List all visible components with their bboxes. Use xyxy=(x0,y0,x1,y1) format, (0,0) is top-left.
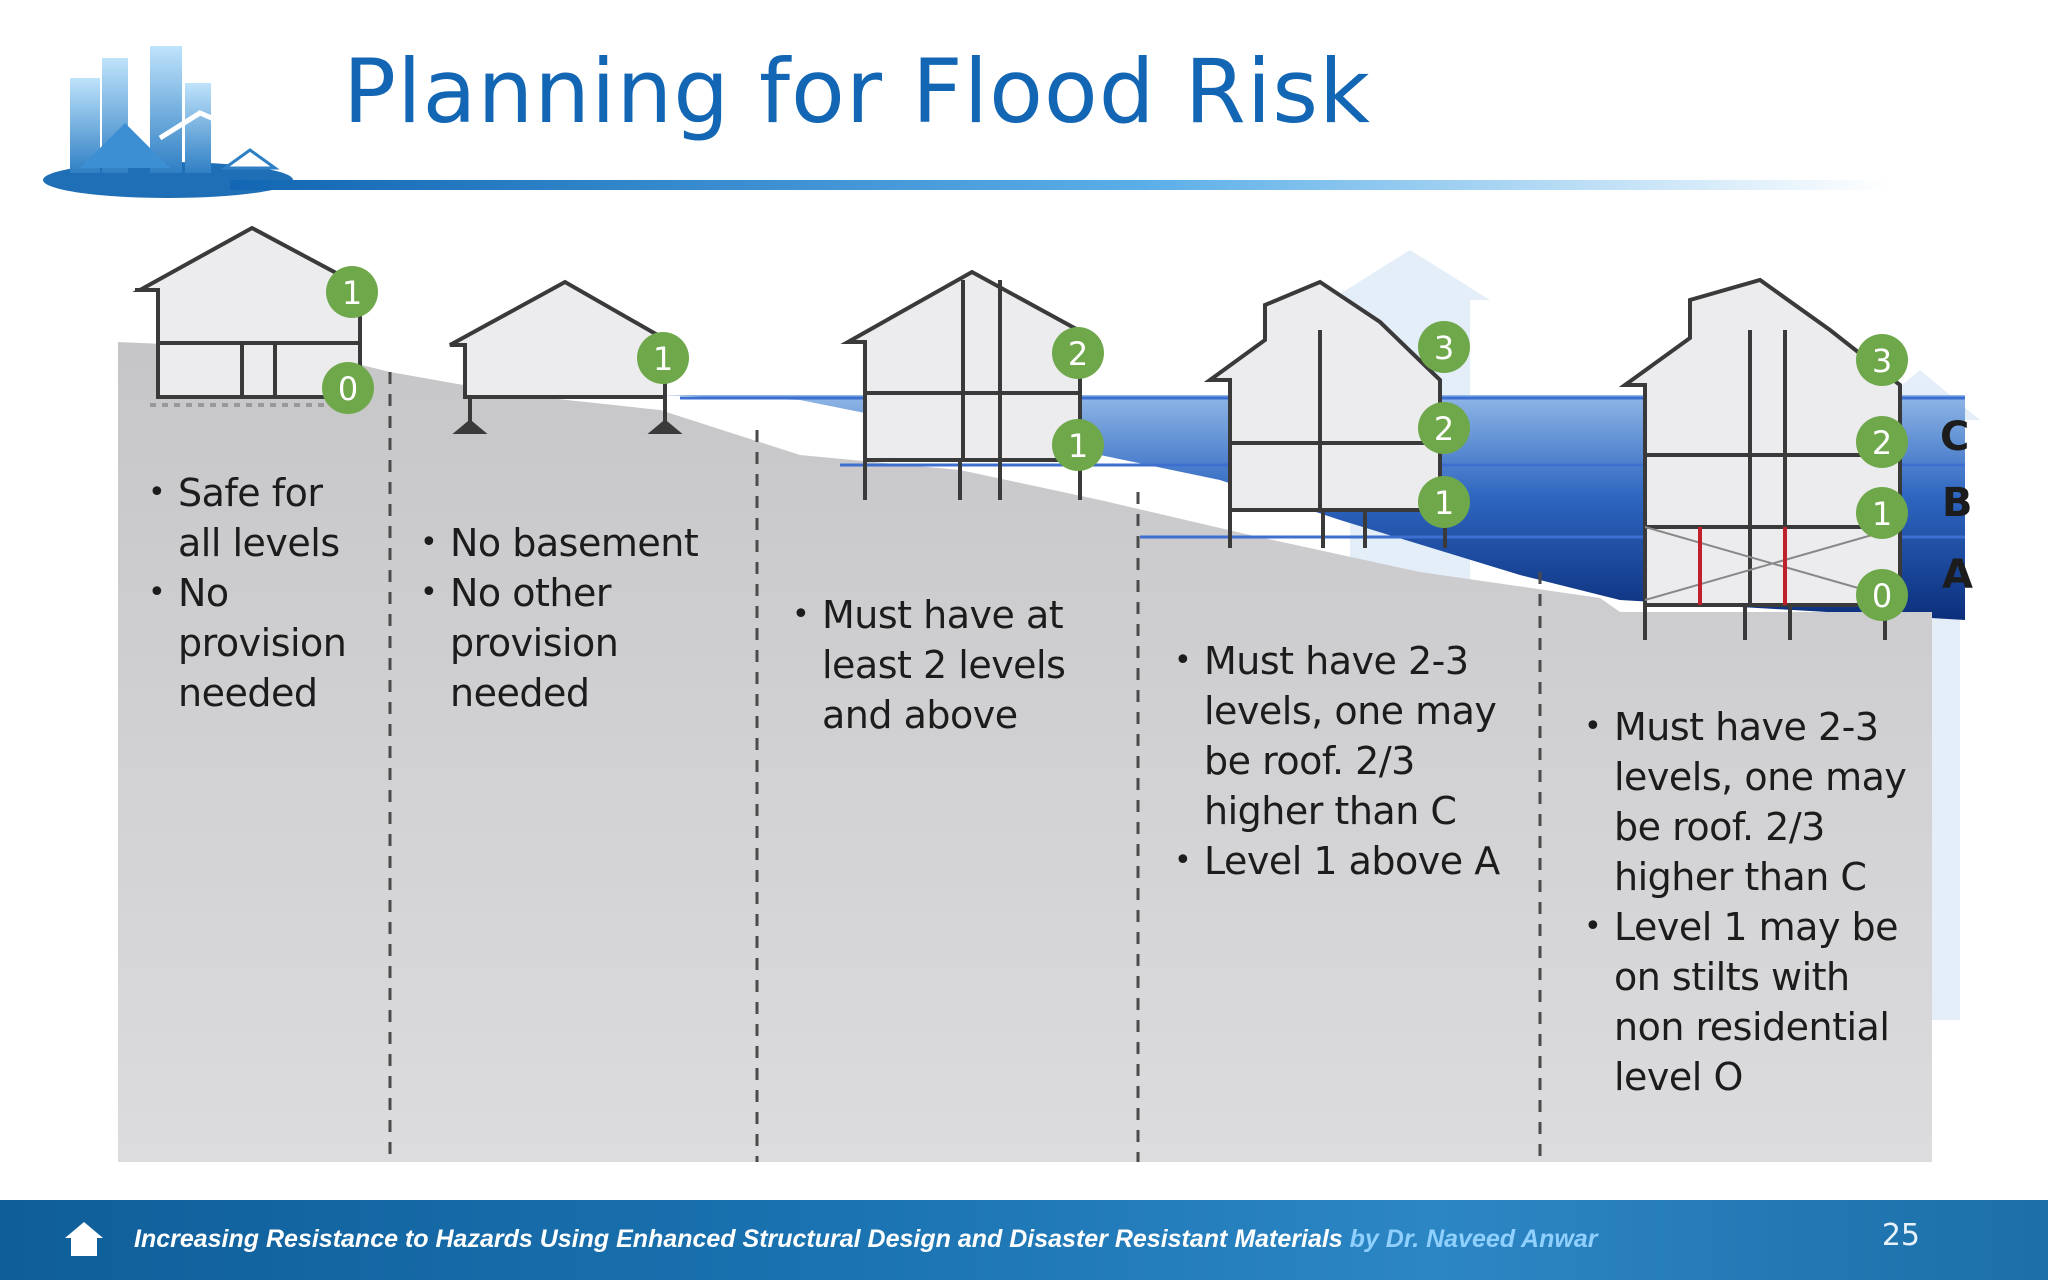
title-underline xyxy=(230,180,1890,190)
badge-house4-1: 1 xyxy=(1418,476,1470,528)
house-3 xyxy=(840,269,1101,500)
badge-house4-2: 2 xyxy=(1418,402,1470,454)
home-icon[interactable] xyxy=(63,1218,105,1260)
svg-text:1: 1 xyxy=(342,274,362,312)
badge-house1-1: 1 xyxy=(326,266,378,318)
svg-text:2: 2 xyxy=(1068,335,1088,373)
badge-house4-3: 3 xyxy=(1418,321,1470,373)
flood-level-a: A xyxy=(1942,552,1973,598)
column-2-text: No basement No other provision needed xyxy=(420,518,750,718)
column-1-text: Safe for all levels No provision needed xyxy=(148,468,373,718)
column-3-bullet: Must have at least 2 levels and above xyxy=(792,590,1122,740)
badge-house1-0: 0 xyxy=(322,362,374,414)
city-skyline-logo xyxy=(43,46,293,198)
svg-text:2: 2 xyxy=(1872,424,1892,462)
level-badges: 1 0 1 2 1 3 2 1 3 2 1 0 xyxy=(322,266,1908,621)
column-dividers xyxy=(388,372,1542,1162)
footer-caption: Increasing Resistance to Hazards Using E… xyxy=(134,1225,1597,1254)
column-2-bullet: No basement xyxy=(420,518,750,568)
column-1-bullet: No provision needed xyxy=(148,568,373,718)
column-3-text: Must have at least 2 levels and above xyxy=(792,590,1122,740)
svg-text:1: 1 xyxy=(653,340,673,378)
flood-risk-diagram: C B A xyxy=(118,225,1980,1162)
badge-house3-1: 1 xyxy=(1052,419,1104,471)
flood-level-b: B xyxy=(1942,480,1973,526)
svg-text:3: 3 xyxy=(1872,342,1892,380)
svg-text:0: 0 xyxy=(1872,577,1892,615)
svg-text:1: 1 xyxy=(1068,427,1088,465)
flood-level-labels: C B A xyxy=(1940,414,1973,598)
footer-author: by Dr. Naveed Anwar xyxy=(1349,1225,1598,1253)
badge-house5-3: 3 xyxy=(1856,334,1908,386)
column-5-bullet: Level 1 may be on stilts with non reside… xyxy=(1584,902,1919,1102)
badge-house5-1: 1 xyxy=(1856,487,1908,539)
svg-text:3: 3 xyxy=(1434,329,1454,367)
column-5-bullet: Must have 2-3 levels, one may be roof. 2… xyxy=(1584,702,1919,902)
column-4-bullet: Level 1 above A xyxy=(1174,836,1519,886)
column-4-bullet: Must have 2-3 levels, one may be roof. 2… xyxy=(1174,636,1519,836)
footer-bar: Increasing Resistance to Hazards Using E… xyxy=(0,1200,2048,1280)
house-1 xyxy=(132,225,369,407)
svg-text:1: 1 xyxy=(1434,484,1454,522)
badge-house5-0: 0 xyxy=(1856,569,1908,621)
slide-title: Planning for Flood Risk xyxy=(343,40,1371,143)
footer-title: Increasing Resistance to Hazards Using E… xyxy=(134,1225,1343,1253)
column-2-bullet: No other provision needed xyxy=(420,568,750,718)
svg-text:0: 0 xyxy=(338,370,358,408)
flood-level-c: C xyxy=(1940,414,1969,460)
badge-house5-2: 2 xyxy=(1856,416,1908,468)
column-1-bullet: Safe for all levels xyxy=(148,468,373,568)
svg-text:1: 1 xyxy=(1872,495,1892,533)
badge-house2-1: 1 xyxy=(637,332,689,384)
svg-text:2: 2 xyxy=(1434,410,1454,448)
column-5-text: Must have 2-3 levels, one may be roof. 2… xyxy=(1584,702,1919,1102)
badge-house3-2: 2 xyxy=(1052,327,1104,379)
column-4-text: Must have 2-3 levels, one may be roof. 2… xyxy=(1174,636,1519,886)
house-4 xyxy=(1203,279,1447,548)
page-number: 25 xyxy=(1881,1218,1920,1253)
